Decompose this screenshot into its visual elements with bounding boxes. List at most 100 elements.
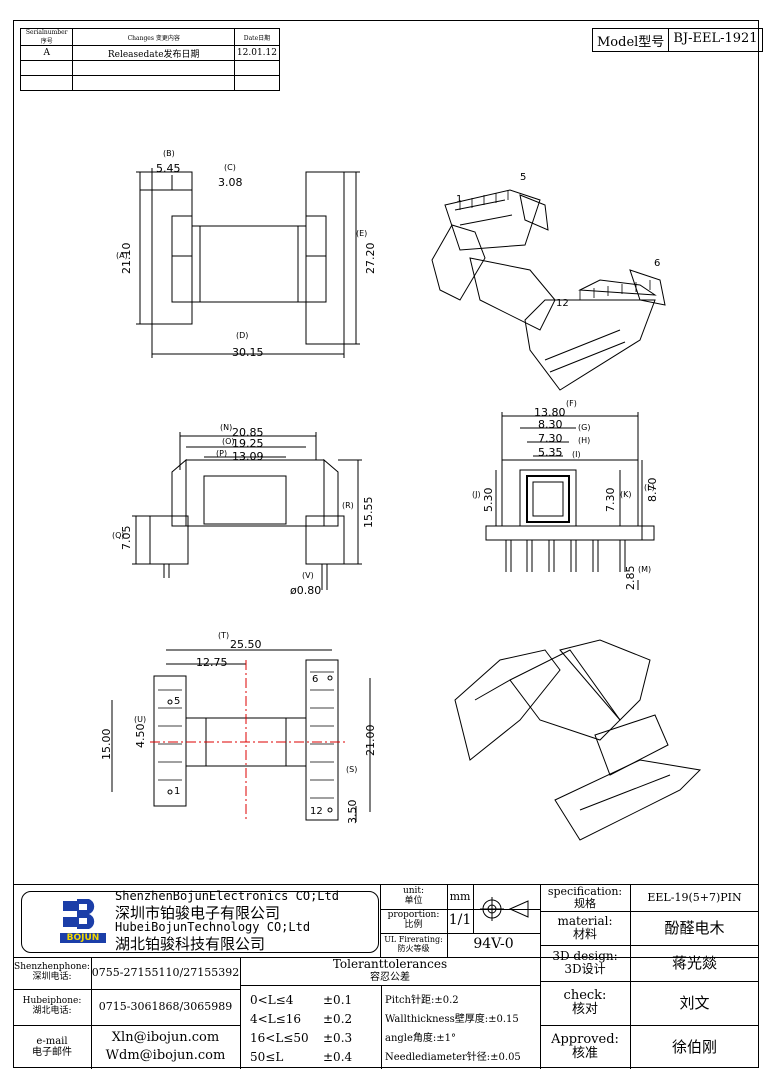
dim-label: (D) <box>236 331 248 340</box>
tolerance-note: Pitch针距:±0.2 <box>385 995 459 1006</box>
revision-table: Serialnumber序号 Changes 变更内容 Date日期 A Rel… <box>19 28 281 91</box>
dim-label: 30.15 <box>232 346 264 359</box>
tolerance-value: ±0.3 <box>323 1031 353 1045</box>
dim-label: 7.30 <box>538 432 563 445</box>
dim-label: (K) <box>620 490 632 499</box>
unit-value: mm <box>449 889 471 903</box>
logo-text: BOJUN <box>60 933 106 943</box>
dim-label: (V) <box>302 571 314 580</box>
dim-label: (M) <box>638 565 651 574</box>
pin-label: 5 <box>174 696 180 707</box>
spec-value: EEL-19(5+7)PIN <box>647 890 742 904</box>
dim-label: ø0.80 <box>290 584 321 597</box>
dim-label: 5.45 <box>156 162 181 175</box>
dim-label: (P) <box>216 449 227 458</box>
drawing-sheet <box>13 20 759 1068</box>
approved-value: 徐伯刚 <box>671 1037 717 1056</box>
front-view <box>132 432 362 590</box>
top-view <box>136 168 360 358</box>
dim-label: (U) <box>134 715 146 724</box>
tolerance-title: Toleranttolerances <box>332 956 448 971</box>
dim-label: (H) <box>578 436 590 445</box>
dim-label: (F) <box>566 399 577 408</box>
pin-label: 5 <box>520 172 526 183</box>
tolerance-note: Wallthickness壁厚度:±0.15 <box>385 1014 519 1025</box>
dim-label: (G) <box>578 423 590 432</box>
company-cn-2: 湖北铂骏科技有限公司 <box>115 935 266 953</box>
pin-label: 12 <box>310 806 323 817</box>
fire-value: 94V-0 <box>473 936 514 953</box>
dim-label: 15.55 <box>362 497 375 529</box>
dim-label: (A) <box>116 251 128 260</box>
dim-label: (S) <box>346 765 357 774</box>
dim-label: 25.50 <box>230 638 262 651</box>
dim-label: 12.75 <box>196 656 228 669</box>
tolerance-range: 0<L≤4 <box>250 993 294 1007</box>
rev-cell <box>233 75 281 91</box>
spec-label: specification: 规格 <box>547 884 623 910</box>
tolerance-note: Needlediameter针径:±0.05 <box>385 1052 521 1063</box>
dim-label: (N) <box>220 423 232 432</box>
tolerance-note: angle角度:±1° <box>385 1033 457 1044</box>
tolerance-range: 16<L≤50 <box>250 1031 309 1045</box>
dim-label: 7.30 <box>604 488 617 513</box>
unit-label: unit: 单位 <box>402 886 425 906</box>
drawing-area: (B) 5.45 (C) 3.08 (A) 21.10 (E) 27.20 (D… <box>100 149 702 841</box>
dim-label: 21.00 <box>364 725 377 757</box>
email-label: e-mail 电子邮件 <box>32 1036 72 1058</box>
sz-phone-label: Shenzhenphone: 深圳电话: <box>14 962 90 982</box>
proportion-value: 1/1 <box>448 912 472 929</box>
rev-cell <box>19 75 74 91</box>
dim-label: (E) <box>356 229 367 238</box>
centerlines <box>150 660 346 820</box>
check-value: 刘文 <box>679 993 710 1012</box>
company-en-1: ShenzhenBojunElectronics CO;Ltd <box>115 889 339 903</box>
tolerance-value: ±0.4 <box>323 1050 353 1064</box>
dim-label: 20.85 <box>232 426 264 439</box>
dim-label: (L) <box>644 483 655 492</box>
dim-label: 15.00 <box>100 729 113 761</box>
fire-label: UL Firerating: 防火等级 <box>384 935 443 953</box>
design-label: 3D design: 3D设计 <box>552 948 618 976</box>
pin-label: 1 <box>174 786 180 797</box>
email-2: Wdm@ibojun.com <box>105 1047 226 1063</box>
email-1: Xln@ibojun.com <box>111 1029 220 1045</box>
dim-label: 21.10 <box>120 243 133 275</box>
hb-phone: 0715-3061868/3065989 <box>98 999 233 1013</box>
rev-cell <box>72 75 235 91</box>
bottom-view <box>111 649 371 822</box>
sz-phone: 0755-27155110/27155392 <box>91 965 240 979</box>
dim-label: 8.30 <box>538 418 563 431</box>
tolerance-value: ±0.1 <box>323 993 353 1007</box>
tolerance-title-cn: 容忍公差 <box>370 972 410 983</box>
bojun-logo <box>63 897 99 933</box>
hb-phone-label: Hubeiphone: 湖北电话: <box>22 996 82 1016</box>
dim-label: 27.20 <box>364 243 377 275</box>
tolerance-values: ±0.1 ±0.2 ±0.3 ±0.4 <box>323 991 352 1067</box>
pin-label: 1 <box>456 194 462 205</box>
tolerance-notes: Pitch针距:±0.2 Wallthickness壁厚度:±0.15 angl… <box>385 991 521 1067</box>
model-box: Model型号 BJ-EEL-1921 <box>592 28 763 52</box>
pin-label: 6 <box>312 674 318 685</box>
dim-label: 3.08 <box>218 176 243 189</box>
check-label: check: 核对 <box>563 987 607 1017</box>
dim-label: (Q) <box>112 531 125 540</box>
dim-label: 13.80 <box>534 406 566 419</box>
dim-label: (T) <box>218 631 229 640</box>
model-value: BJ-EEL-1921 <box>668 29 761 51</box>
tolerance-ranges: 0<L≤4 4<L≤16 16<L≤50 50≤L <box>250 991 309 1067</box>
dim-label: (I) <box>572 450 581 459</box>
dim-label: 8.70 <box>646 478 659 503</box>
side-view <box>485 412 655 590</box>
iso-top-view <box>431 189 666 391</box>
dim-label: (J) <box>472 490 481 499</box>
tolerance-range: 50≤L <box>250 1050 284 1064</box>
tolerance-range: 4<L≤16 <box>250 1012 301 1026</box>
pin-label: 6 <box>654 258 660 269</box>
company-box <box>21 891 379 953</box>
material-value: 酚醛电木 <box>664 918 725 937</box>
design-value: 蒋光燚 <box>671 953 717 972</box>
title-block: BOJUN ShenzhenBojunElectronics CO;Ltd 深圳… <box>13 884 759 1069</box>
company-en-2: HubeiBojunTechnology CO;Ltd <box>115 920 311 934</box>
projection-symbol <box>473 887 539 931</box>
